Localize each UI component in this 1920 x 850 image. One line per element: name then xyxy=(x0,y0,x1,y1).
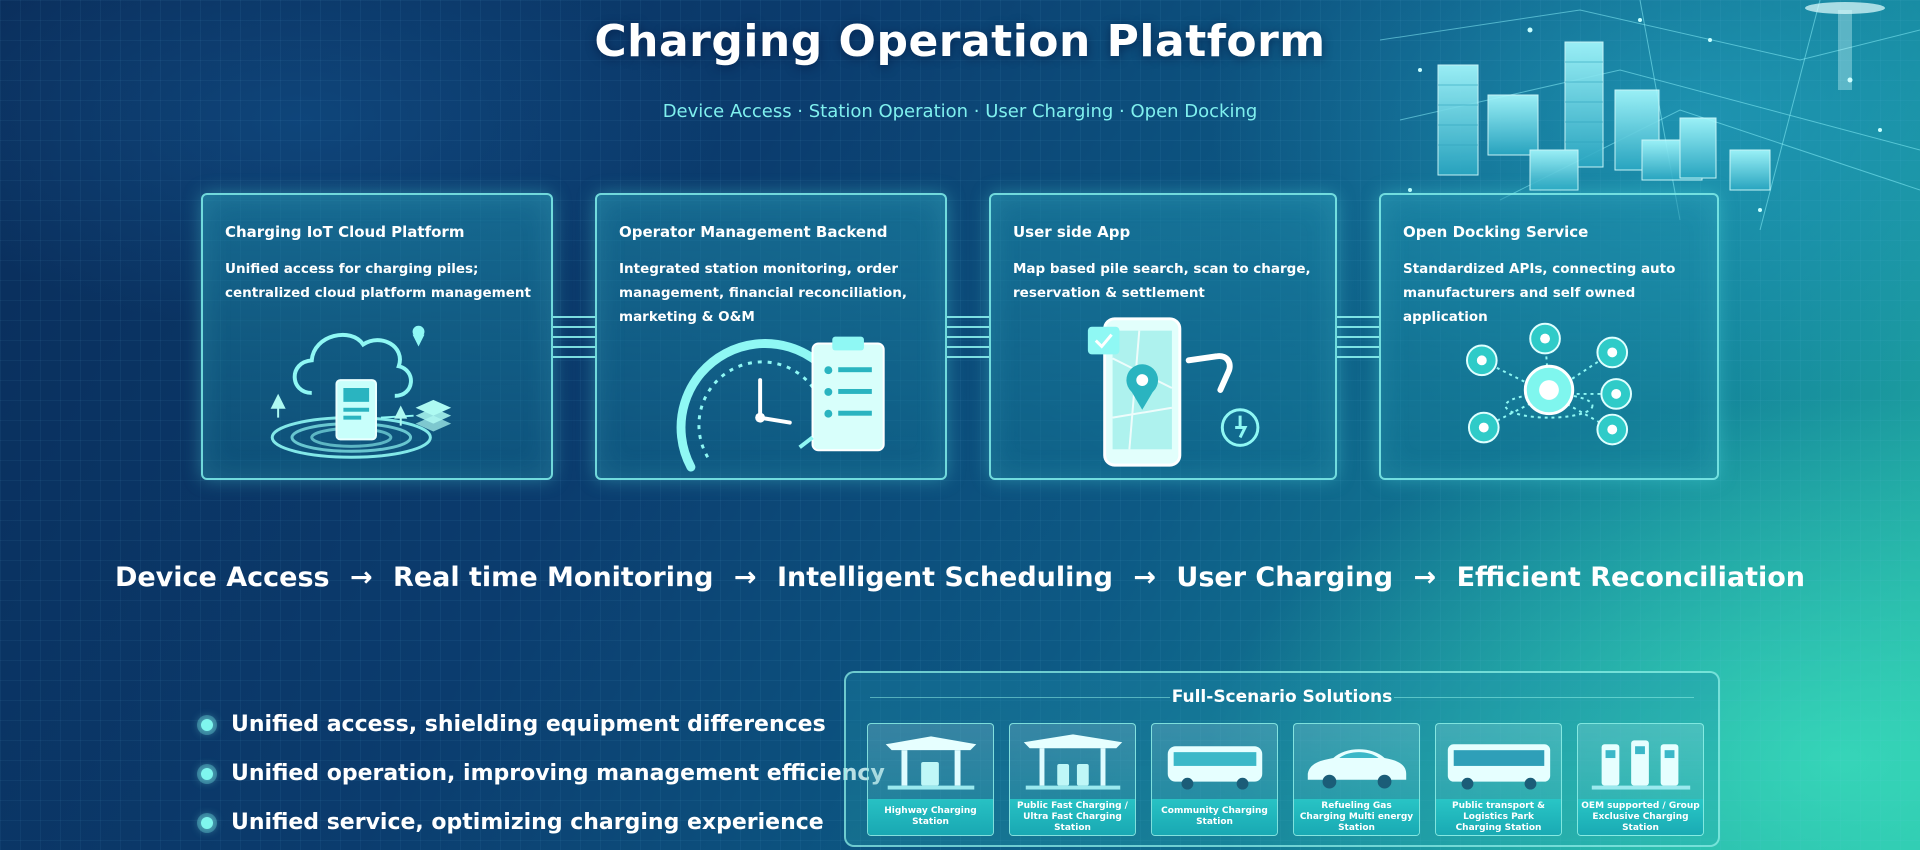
process-flow: Device Access → Real time Monitoring → I… xyxy=(0,562,1920,593)
card-title: User side App xyxy=(1013,223,1131,241)
list-item: Unified access, shielding equipment diff… xyxy=(201,700,885,749)
card-operator-management-backend[interactable]: Operator Management Backend Integrated s… xyxy=(595,193,947,480)
feature-list: Unified access, shielding equipment diff… xyxy=(201,700,885,847)
api-network-icon xyxy=(1381,298,1717,478)
bullet-text: Unified access, shielding equipment diff… xyxy=(231,712,826,737)
flow-step: Efficient Reconciliation xyxy=(1456,562,1806,593)
solution-tile-multi-energy[interactable]: Refueling Gas Charging Multi energy Stat… xyxy=(1293,723,1420,836)
list-item: Unified operation, improving management … xyxy=(201,749,885,798)
cloud-charger-icon xyxy=(203,298,551,478)
solution-label: Refueling Gas Charging Multi energy Stat… xyxy=(1294,799,1419,835)
car-icon xyxy=(1294,724,1419,798)
flow-step: User Charging xyxy=(1176,562,1394,593)
solution-tile-public-fast[interactable]: Public Fast Charging / Ultra Fast Chargi… xyxy=(1009,723,1136,836)
solution-label: Public transport & Logistics Park Chargi… xyxy=(1436,799,1561,835)
bullet-dot-icon xyxy=(201,767,213,780)
dashboard-gauge-icon xyxy=(597,298,945,478)
flow-arrow: → xyxy=(350,562,373,593)
bullet-dot-icon xyxy=(201,718,213,731)
phone-map-icon xyxy=(991,298,1335,478)
card-description: Map based pile search, scan to charge, r… xyxy=(1013,261,1311,301)
card-connector xyxy=(947,313,989,361)
card-description: Standardized APIs, connecting auto manuf… xyxy=(1403,261,1676,325)
solutions-panel: Full-Scenario Solutions Highway Charging… xyxy=(844,671,1720,847)
page-subtitle: Device Access · Station Operation · User… xyxy=(662,101,1258,122)
solution-tile-highway[interactable]: Highway Charging Station xyxy=(867,723,994,836)
flow-arrow: → xyxy=(733,562,757,593)
bus-icon xyxy=(1152,724,1277,798)
solution-tile-transport-logistics[interactable]: Public transport & Logistics Park Chargi… xyxy=(1435,723,1562,836)
list-item: Unified service, optimizing charging exp… xyxy=(201,798,885,847)
highway-station-icon xyxy=(868,724,993,798)
card-connector xyxy=(1337,313,1379,361)
solution-label: Community Charging Station xyxy=(1152,799,1277,835)
bullet-dot-icon xyxy=(201,816,213,829)
card-user-side-app[interactable]: User side App Map based pile search, sca… xyxy=(989,193,1337,480)
page-title: Charging Operation Platform xyxy=(594,16,1326,67)
card-title: Operator Management Backend xyxy=(619,223,888,241)
flow-arrow: → xyxy=(1133,562,1156,593)
flow-step: Real time Monitoring xyxy=(393,562,714,593)
card-description: Unified access for charging piles; centr… xyxy=(225,261,531,301)
flow-step: Intelligent Scheduling xyxy=(776,562,1113,593)
card-description: Integrated station monitoring, order man… xyxy=(619,261,908,325)
flow-arrow: → xyxy=(1413,562,1437,593)
solution-tile-oem-group[interactable]: OEM supported / Group Exclusive Charging… xyxy=(1577,723,1704,836)
charger-piles-icon xyxy=(1578,724,1703,798)
solution-label: Public Fast Charging / Ultra Fast Chargi… xyxy=(1010,799,1135,835)
coach-bus-icon xyxy=(1436,724,1561,798)
card-connector xyxy=(553,313,595,361)
solution-label: Highway Charging Station xyxy=(868,799,993,835)
city-illustration xyxy=(1379,0,1920,231)
fast-charging-station-icon xyxy=(1010,724,1135,798)
solution-tile-community[interactable]: Community Charging Station xyxy=(1151,723,1278,836)
bullet-text: Unified service, optimizing charging exp… xyxy=(231,810,824,835)
card-title: Open Docking Service xyxy=(1403,223,1589,241)
bullet-text: Unified operation, improving management … xyxy=(231,761,885,786)
solutions-row: Highway Charging Station Public Fast Cha… xyxy=(867,723,1704,836)
solutions-title: Full-Scenario Solutions xyxy=(1171,687,1393,707)
flow-step: Device Access xyxy=(114,562,330,593)
card-open-docking-service[interactable]: Open Docking Service Standardized APIs, … xyxy=(1379,193,1719,480)
card-iot-cloud-platform[interactable]: Charging IoT Cloud Platform Unified acce… xyxy=(201,193,553,480)
card-title: Charging IoT Cloud Platform xyxy=(225,223,465,241)
solution-label: OEM supported / Group Exclusive Charging… xyxy=(1578,799,1703,835)
